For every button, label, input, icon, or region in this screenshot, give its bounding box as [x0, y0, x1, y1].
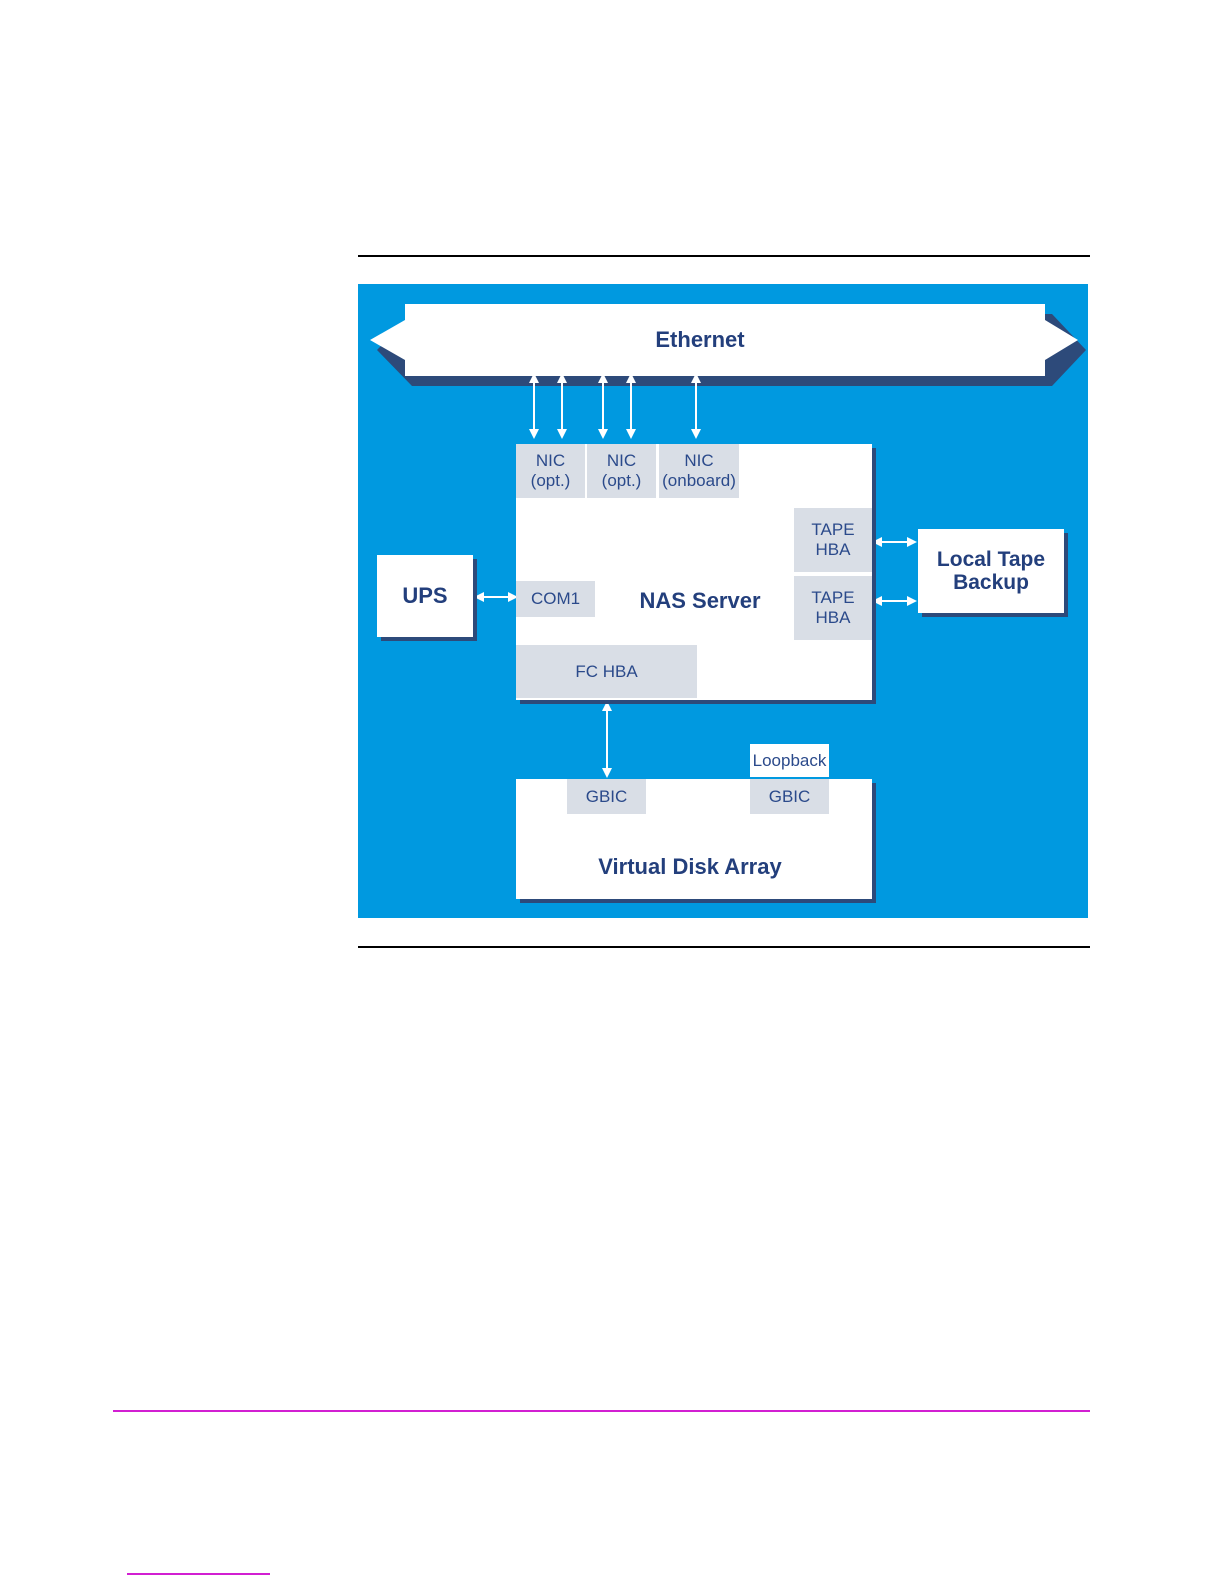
tape-backup-label: Local Tape Backup — [918, 529, 1064, 613]
gbic-2: GBIC — [750, 779, 829, 814]
fc-hba: FC HBA — [516, 645, 697, 698]
nic-onboard: NIC (onboard) — [659, 444, 739, 498]
ethernet-label: Ethernet — [600, 325, 800, 355]
com1-port: COM1 — [516, 581, 595, 617]
gbic-1: GBIC — [567, 779, 646, 814]
nas-server-label: NAS Server — [620, 585, 780, 617]
disk-array-label: Virtual Disk Array — [560, 850, 820, 884]
tape-hba-2: TAPE HBA — [794, 576, 872, 640]
nic-opt-2: NIC (opt.) — [587, 444, 656, 498]
nic-opt-1: NIC (opt.) — [516, 444, 585, 498]
loopback-plug: Loopback — [750, 744, 829, 777]
ups-label: UPS — [377, 555, 473, 637]
tape-hba-1: TAPE HBA — [794, 508, 872, 572]
